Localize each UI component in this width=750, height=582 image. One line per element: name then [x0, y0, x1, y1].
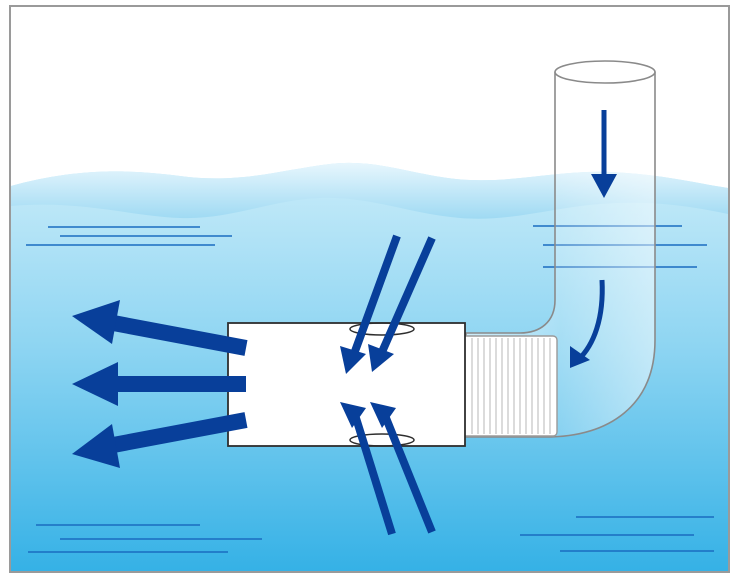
- downflow-arrow: [591, 110, 617, 198]
- suction-inflow-arrow: [368, 236, 436, 372]
- discharge-outflow-arrow: [72, 362, 246, 406]
- threaded-connector: [461, 335, 558, 437]
- elbow-flow-arrow: [570, 279, 605, 368]
- discharge-outflow-arrow: [72, 300, 248, 356]
- water-surface-wave: [11, 162, 728, 219]
- suction-inflow-arrow: [340, 402, 396, 536]
- suction-port-top: [349, 322, 415, 336]
- nozzle-body: [227, 322, 466, 447]
- suction-inflow-arrow: [370, 402, 436, 534]
- pipe-opening: [554, 60, 656, 84]
- suction-port-bottom: [349, 433, 415, 447]
- discharge-outflow-arrow: [72, 412, 248, 468]
- suction-inflow-arrow: [340, 234, 401, 374]
